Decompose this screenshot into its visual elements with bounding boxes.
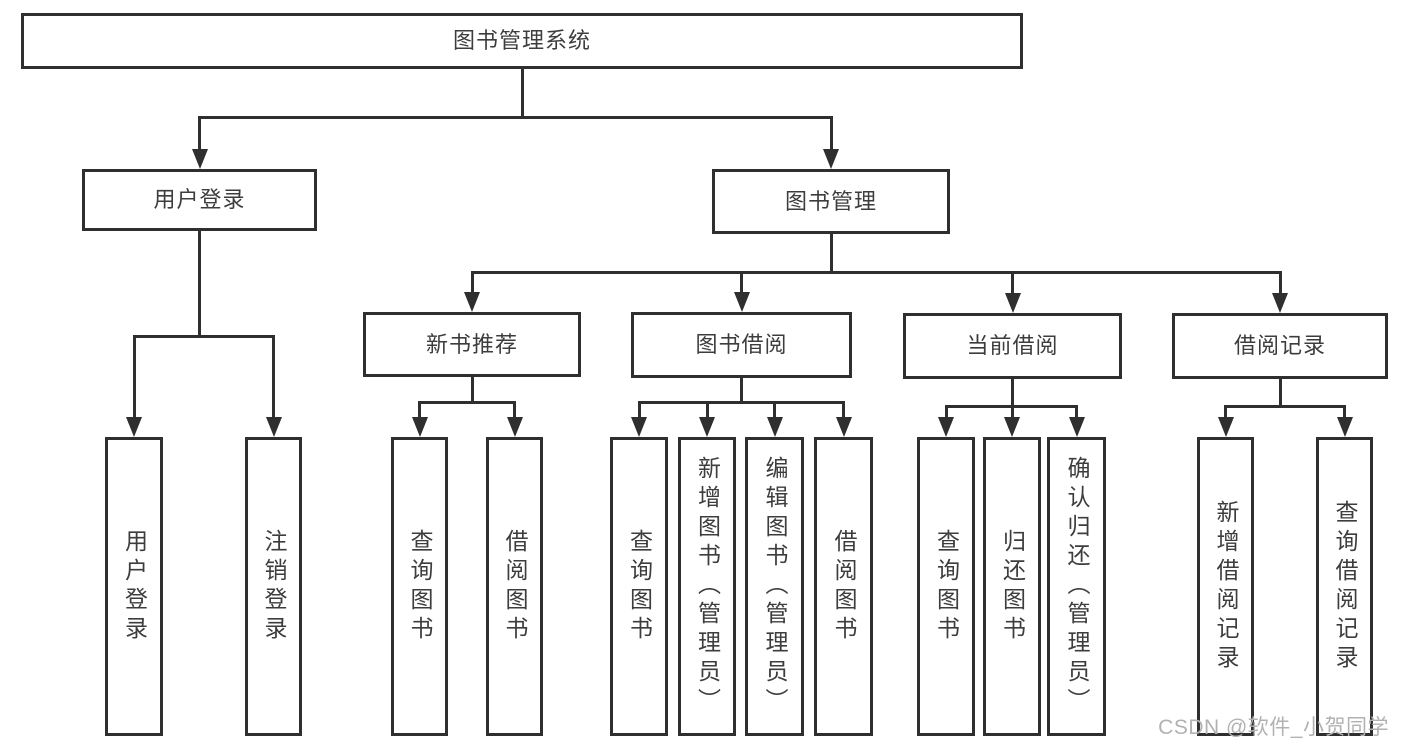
node-label-root: 图书管理系统 (452, 28, 591, 53)
connector-line (705, 402, 709, 419)
node-box-leaf-add-books: 新增图书（管理员） (678, 437, 736, 736)
node-box-leaf-borrow-books-1: 借阅图书 (486, 437, 543, 736)
node-box-current-borrow: 当前借阅 (903, 313, 1122, 379)
connector-line (842, 402, 845, 419)
node-label-leaf-add-borrow-record: 新增借阅记录 (1213, 499, 1239, 674)
node-box-leaf-confirm-return: 确认归还（管理员） (1047, 437, 1106, 736)
connector-line (520, 69, 524, 117)
node-label-leaf-query-books-2: 查询图书 (626, 528, 653, 645)
node-label-leaf-query-books-3: 查询图书 (933, 528, 960, 645)
connector-line (470, 272, 474, 294)
node-box-new-book-rec: 新书推荐 (363, 312, 581, 377)
connector-line (773, 402, 776, 419)
arrow-down-icon (126, 417, 142, 437)
arrow-down-icon (823, 149, 839, 169)
arrow-down-icon (766, 417, 783, 437)
arrow-down-icon (835, 417, 852, 437)
node-box-leaf-query-books-2: 查询图书 (610, 437, 668, 736)
node-label-leaf-borrow-books-2: 借阅图书 (831, 528, 857, 645)
node-label-leaf-edit-books: 编辑图书（管理员） (762, 456, 788, 717)
arrow-down-icon (733, 292, 750, 312)
node-label-leaf-add-books: 新增图书（管理员） (694, 456, 721, 717)
arrow-down-icon (191, 149, 208, 169)
connector-line (740, 378, 743, 402)
node-box-leaf-add-borrow-record: 新增借阅记录 (1197, 437, 1254, 736)
node-label-book-mgmt: 图书管理 (784, 188, 877, 214)
arrow-down-icon (1272, 293, 1288, 313)
connector-line (1011, 379, 1014, 406)
connector-line (470, 377, 474, 402)
connector-line (740, 272, 743, 294)
node-label-leaf-query-books-1: 查询图书 (407, 528, 433, 645)
node-label-user-login: 用户登录 (153, 187, 246, 212)
connector-line (1224, 406, 1227, 419)
node-box-root: 图书管理系统 (21, 13, 1023, 69)
connector-line (1278, 272, 1282, 295)
connector-line (1278, 379, 1282, 406)
node-label-borrow-records: 借阅记录 (1233, 333, 1326, 358)
connector-line (1011, 272, 1014, 295)
connector-line (1343, 406, 1346, 419)
connector-line (1010, 406, 1014, 419)
connector-line (1075, 406, 1078, 419)
node-label-leaf-return-books: 归还图书 (999, 528, 1026, 645)
connector-line (513, 402, 516, 419)
arrow-down-icon (699, 417, 715, 437)
node-label-leaf-confirm-return: 确认归还（管理员） (1064, 456, 1090, 717)
node-box-book-mgmt: 图书管理 (712, 169, 950, 234)
node-box-leaf-query-books-1: 查询图书 (391, 437, 448, 736)
node-label-leaf-logout: 注销登录 (261, 528, 287, 645)
arrow-down-icon (464, 292, 480, 312)
node-box-leaf-borrow-books-2: 借阅图书 (814, 437, 873, 736)
arrow-down-icon (1217, 417, 1234, 437)
node-box-borrow-records: 借阅记录 (1172, 313, 1388, 379)
connector-line (272, 336, 275, 419)
node-box-user-login: 用户登录 (82, 169, 317, 231)
node-box-leaf-edit-books: 编辑图书（管理员） (745, 437, 804, 736)
node-label-current-borrow: 当前借阅 (966, 333, 1059, 358)
arrow-down-icon (938, 417, 954, 437)
node-box-leaf-query-books-3: 查询图书 (917, 437, 975, 736)
connector-line (1224, 404, 1346, 408)
node-box-leaf-user-login: 用户登录 (105, 437, 163, 736)
node-label-leaf-user-login: 用户登录 (121, 528, 148, 645)
arrow-down-icon (1068, 417, 1085, 437)
connector-line (132, 334, 275, 338)
node-label-leaf-query-borrow-record: 查询借阅记录 (1332, 499, 1358, 674)
arrow-down-icon (631, 417, 647, 437)
arrow-down-icon (1336, 417, 1353, 437)
connector-line (418, 402, 421, 419)
node-box-leaf-query-borrow-record: 查询借阅记录 (1316, 437, 1373, 736)
node-box-leaf-return-books: 归还图书 (983, 437, 1041, 736)
connector-line (470, 270, 1282, 274)
arrow-down-icon (411, 417, 428, 437)
node-label-leaf-borrow-books-1: 借阅图书 (502, 528, 528, 645)
node-box-book-borrow: 图书借阅 (631, 312, 852, 378)
node-label-book-borrow: 图书借阅 (695, 332, 788, 357)
arrow-down-icon (265, 417, 282, 437)
node-box-leaf-logout: 注销登录 (245, 437, 302, 736)
connector-line (829, 234, 833, 272)
connector-line (198, 115, 833, 119)
arrow-down-icon (1004, 417, 1020, 437)
connector-line (637, 402, 641, 419)
connector-line (198, 117, 201, 151)
arrow-down-icon (506, 417, 523, 437)
node-label-new-book-rec: 新书推荐 (425, 331, 518, 357)
connector-line (637, 400, 845, 404)
connector-line (418, 400, 516, 404)
arrow-down-icon (1004, 293, 1021, 313)
connector-line (944, 406, 948, 419)
connector-line (198, 231, 201, 336)
connector-line (132, 336, 136, 419)
connector-line (829, 117, 833, 151)
